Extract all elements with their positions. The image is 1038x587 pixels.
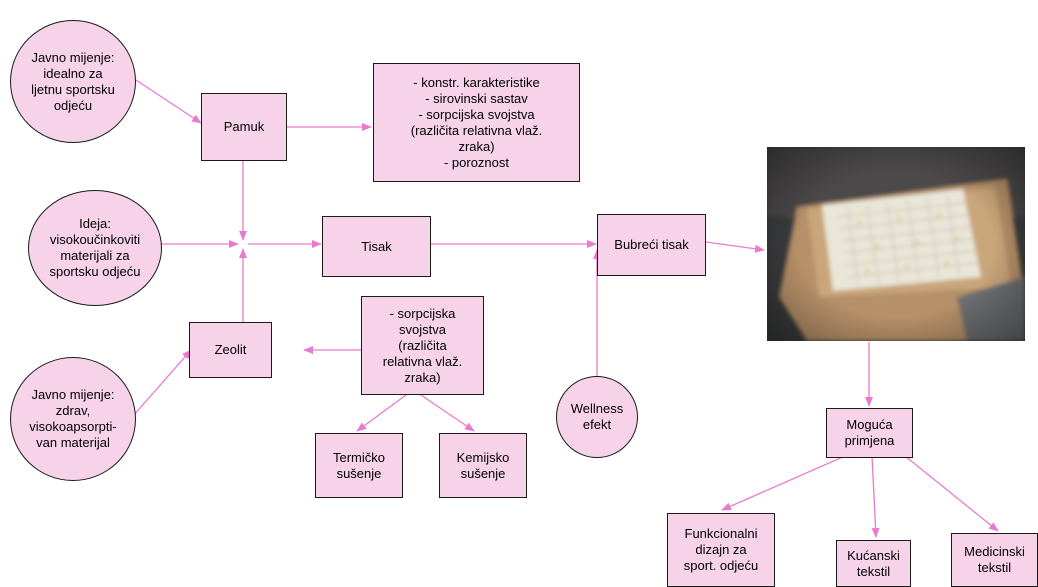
node-zeolit: Zeolit xyxy=(189,322,272,378)
node-medicinski-tekstil: Medicinski tekstil xyxy=(951,533,1038,587)
node-ideja: Ideja: visokoučinkoviti materijali za sp… xyxy=(28,190,162,306)
edge-props-kemijsko xyxy=(420,394,475,432)
edge-props-termicko xyxy=(356,394,407,432)
node-termicko-susenje: Termičko sušenje xyxy=(315,433,403,498)
edge-moguca-kucanski xyxy=(871,455,880,538)
node-kemijsko-susenje: Kemijsko sušenje xyxy=(439,433,527,498)
node-bubreci-tisak: Bubreći tisak xyxy=(597,214,706,276)
node-zeolit-properties: - sorpcijska svojstva (različita relativ… xyxy=(361,296,484,395)
edge-bubreci-photo xyxy=(705,241,765,253)
node-wellness-efekt: Wellness efekt xyxy=(556,376,638,458)
printed-fabric-photo xyxy=(767,147,1025,341)
node-javno-mijenje-ljetna: Javno mijenje: idealno za ljetnu sportsk… xyxy=(10,20,136,143)
node-funkcionalni-dizajn: Funkcionalni dizajn za sport. odjeću xyxy=(667,513,775,587)
edge-javno1-pamuk xyxy=(132,77,202,124)
edge-javno2-zeolit xyxy=(132,349,192,417)
node-moguca-primjena: Moguća primjena xyxy=(826,408,913,458)
node-kucanski-tekstil: Kućanski tekstil xyxy=(836,540,911,587)
node-javno-mijenje-zdrav: Javno mijenje: zdrav, visokoapsorpti- va… xyxy=(10,357,136,481)
node-tisak: Tisak xyxy=(322,216,431,277)
node-pamuk: Pamuk xyxy=(201,93,287,161)
node-pamuk-properties: - konstr. karakteristike - sirovinski sa… xyxy=(373,63,580,182)
edge-moguca-funkcionalni xyxy=(721,455,846,511)
edge-moguca-medicinski xyxy=(904,455,999,532)
